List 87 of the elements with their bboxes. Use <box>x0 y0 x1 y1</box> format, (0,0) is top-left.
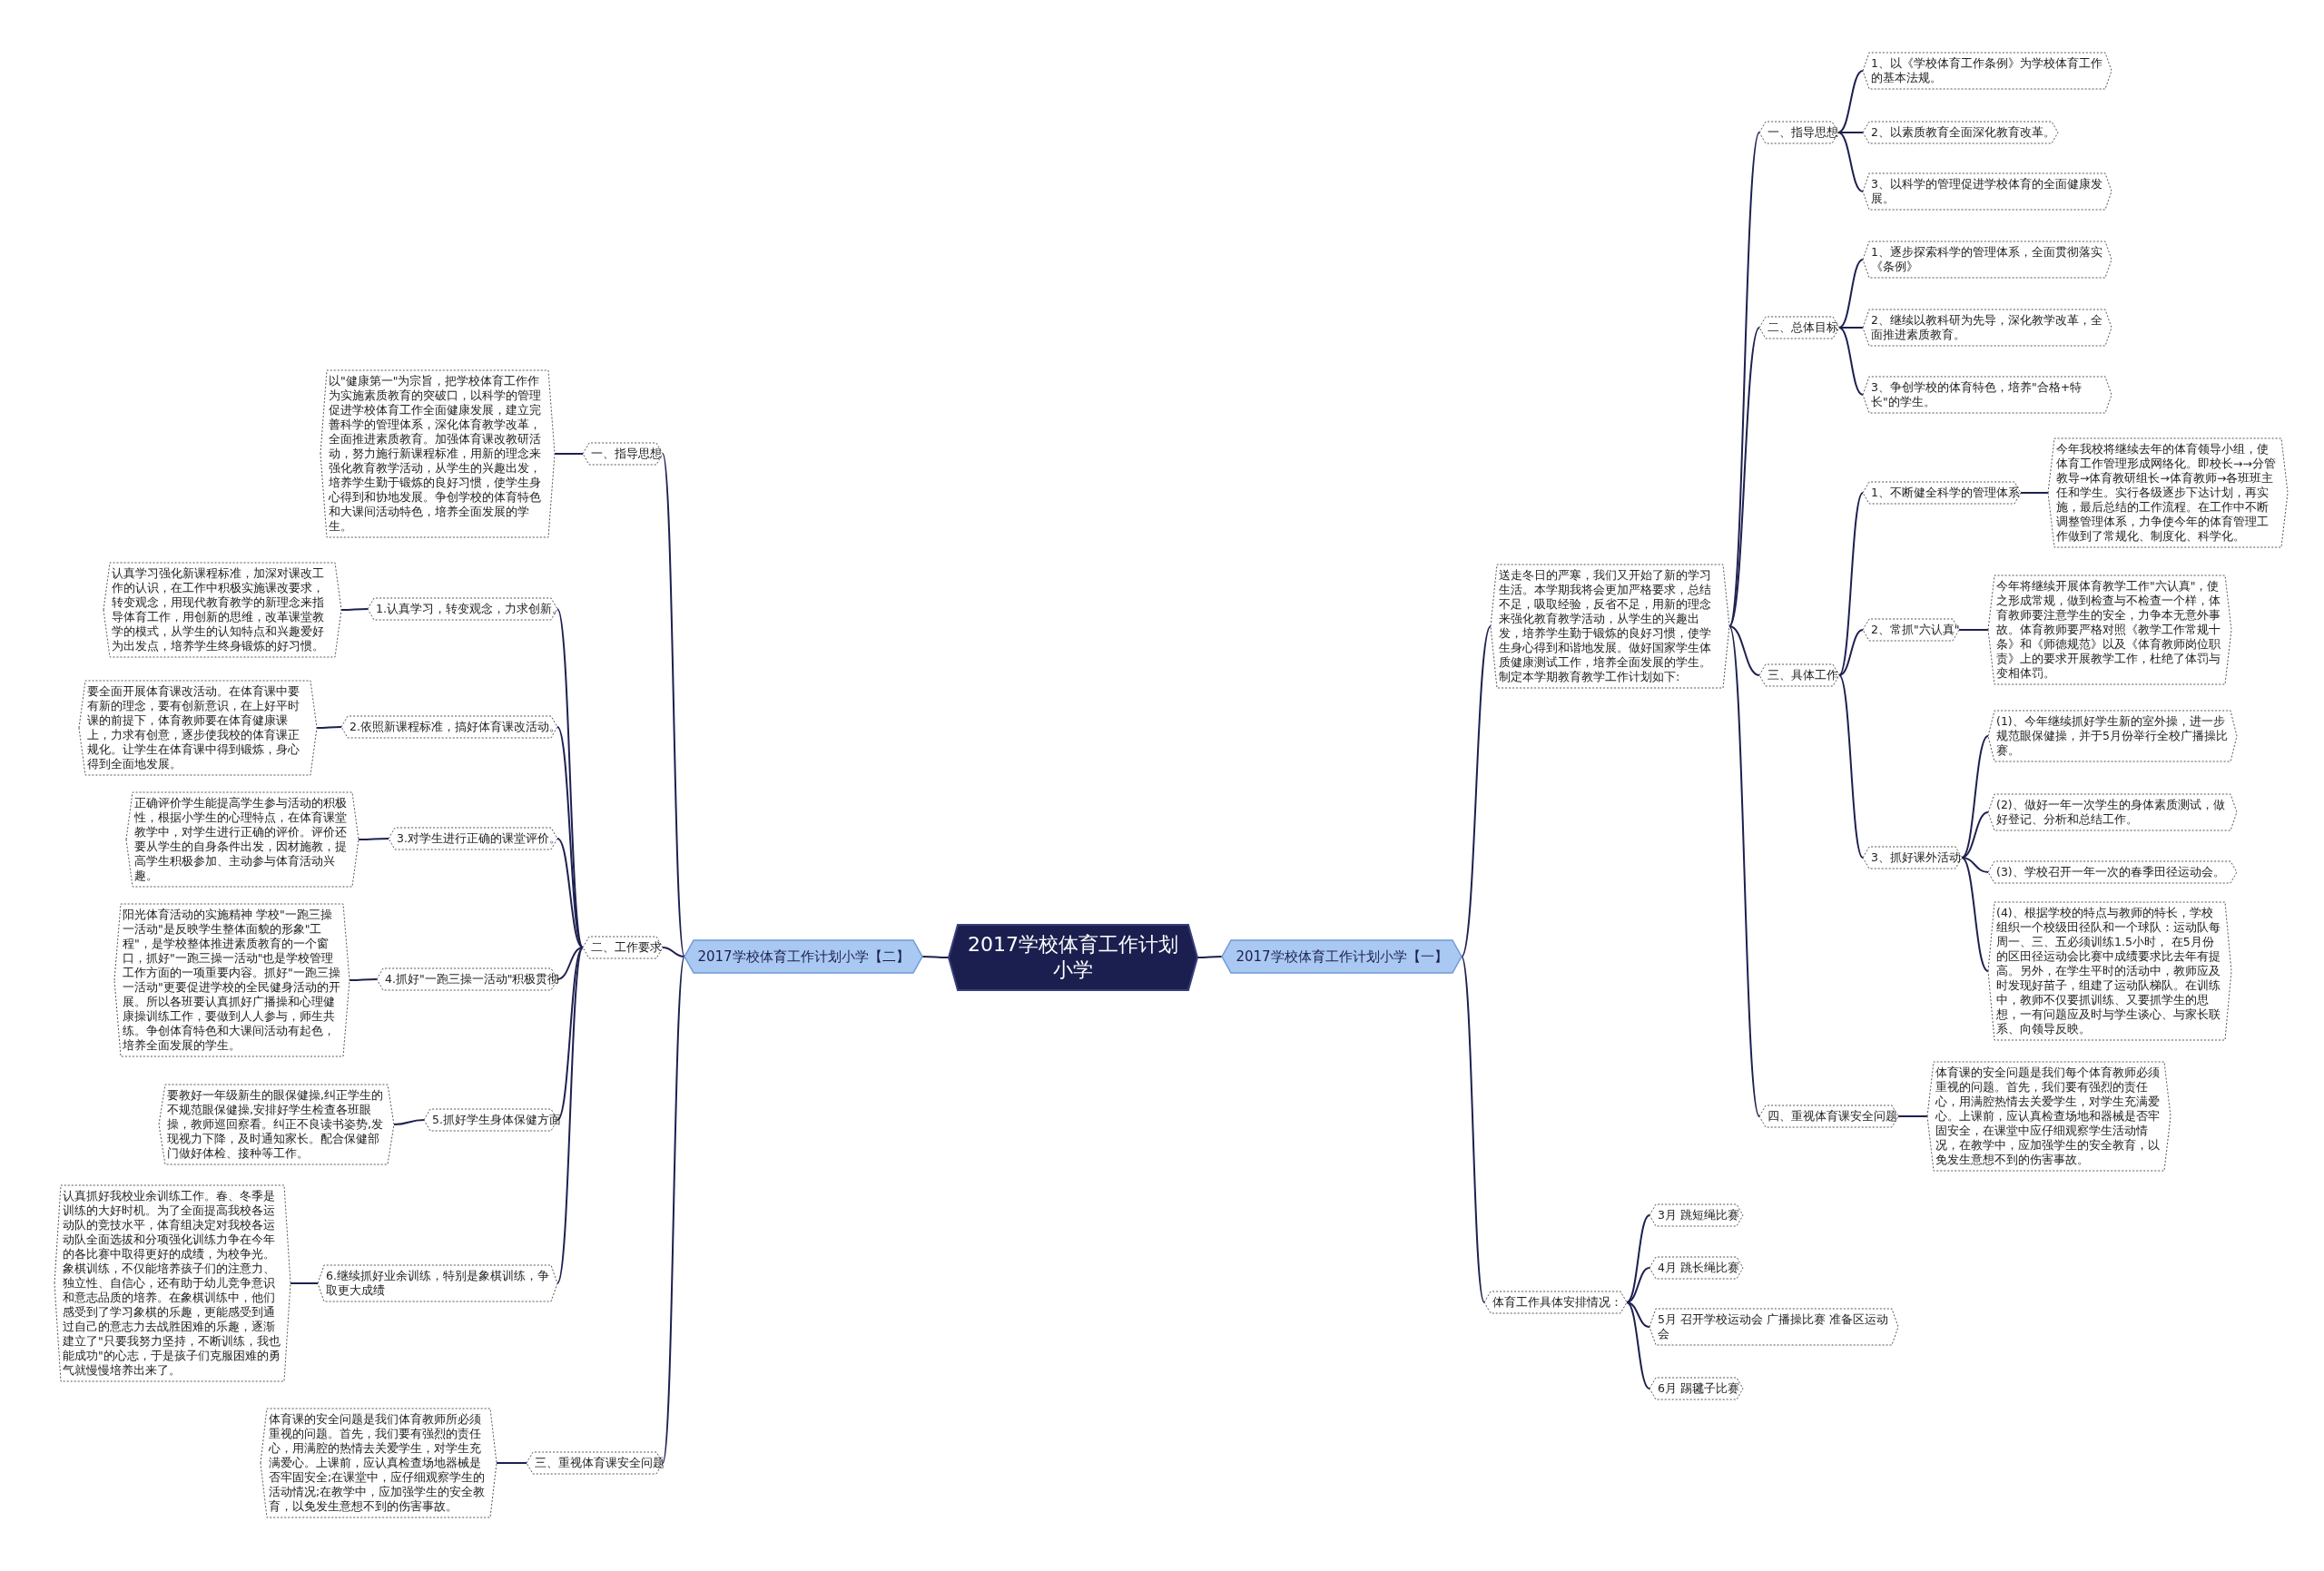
connector-line <box>1838 327 1864 329</box>
connector-line <box>1837 132 1864 192</box>
topic-box: 2、继续以教科研为先导，深化教学改革，全面推进素质教育。 <box>1863 309 2112 346</box>
connector-line <box>1461 956 1485 1303</box>
connector-line <box>1961 811 1989 859</box>
connector-line <box>1626 1214 1650 1303</box>
connector-line <box>1897 1115 1928 1117</box>
topic-box: 4月 跳长绳比赛 <box>1649 1257 1743 1279</box>
topic-box: 5月 召开学校运动会 广播操比赛 准备区运动会 <box>1649 1309 1898 1345</box>
connector-line <box>290 1282 319 1284</box>
connector-line <box>1958 629 1989 631</box>
connector-line <box>662 956 685 1464</box>
topic-box: 4.抓好"一跑三操一活动"积极贯彻 <box>377 968 557 990</box>
topic-box: 3.对学生进行正确的课堂评价。 <box>389 828 557 849</box>
text-box: 要教好一年级新生的眼保健操,纠正学生的不规范眼保健操,安排好学生检查各班眼操，教师巡回察看。纠正不良读书姿势,发现视力下降，及时通知家长。配合保健部门做好体检、接种等工作。 <box>159 1085 394 1164</box>
connector-line <box>1838 492 1864 676</box>
text-box: 要全面开展体育课改活动。在体育课中要有新的理念，要有创新意识，在上好平时课的前提下，体育教师要在体育健康课上，力求有创意，逐步使我校的体育课正规化。让学生在体育课中得到锻炼，身心得到全面地发展。 <box>79 681 317 775</box>
connector-line <box>496 1462 527 1464</box>
topic-box: 1、以《学校体育工作条例》为学校体育工作的基本法规。 <box>1863 53 2112 89</box>
text-box: (4)、根据学校的特点与教师的特长，学校组织一个校级田径队和一个球队：运动队每周一、三、五必须训练1.5小时， 在5月份的区田径运动会比赛中成绩要求比去年有提高。另外，在学生平时的活动中，教师应及时发现好苗子，组建了运动队梯队。在训练中，教师不仅要抓训练、又要抓学生的思想，一有问题应及时与学生谈心、与家长联系、向领导反映。 <box>1988 902 2231 1040</box>
topic-box: 3、以科学的管理促进学校体育的全面健康发展。 <box>1863 173 2112 210</box>
topic-box: (1)、今年继续抓好学生新的室外操，进一步规范眼保健操，并于5月份举行全校广播操比赛。 <box>1988 711 2237 761</box>
connector-line <box>1626 1301 1650 1389</box>
branch-box: 2017学校体育工作计划小学【一】 <box>1222 940 1462 973</box>
text-box: 体育课的安全问题是我们体育教师所必须重视的问题。首先，我们要有强烈的责任心，用满腔的热情去关爱学生，对学生充满爱心。上课前，应认真检查场地器械是否牢固安全;在课堂中，应仔细观察学生的活动情况;在教学中，应加强学生的安全教育，以免发生意想不到的伤害事故。 <box>261 1409 497 1517</box>
title-box: 2017学校体育工作计划小学 <box>949 925 1197 990</box>
topic-box: 2、常抓"六认真" <box>1863 619 1959 641</box>
connector-line <box>393 1119 425 1125</box>
topic-box: 一、指导思想 <box>1759 122 1838 143</box>
connector-line <box>358 838 389 840</box>
text-box: 送走冬日的严寒，我们又开始了新的学习生活。本学期我将会更加严格要求，总结不足，吸取经验，反省不足，用新的理念来强化教育教学活动，从学生的兴趣出发，培养学生勤于锻炼的良好习惯，使学生身心得到和谐地发展。做好国家学生体质健康测试工作，培养全面发展的学生。制定本学期教育教学工作计划如下: <box>1491 565 1729 688</box>
connector-line <box>556 726 584 948</box>
connector-line <box>1196 956 1223 958</box>
connector-line <box>349 978 378 981</box>
connector-line <box>1961 735 1989 859</box>
topic-box: 二、工作要求 <box>583 937 663 958</box>
connector-line <box>556 947 584 980</box>
topic-box: 1、不断健全科学的管理体系 <box>1863 482 2021 504</box>
topic-box: 1、逐步探索科学的管理体系，全面贯彻落实《条例》 <box>1863 241 2112 278</box>
topic-box: (3)、学校召开一年一次的春季田径运动会。 <box>1988 861 2237 883</box>
text-box: 体育课的安全问题是我们每个体育教师必须重视的问题。首先，我们要有强烈的责任心，用满腔热情去关爱学生，对学生充满爱心。上课前，应认真检查场地和器械是否牢固安全，在课堂中应仔细观察学生活动情况，在教学中，应加强学生的安全教育，以免发生意想不到的伤害事故。 <box>1927 1062 2171 1171</box>
connector-line <box>1837 70 1864 133</box>
topic-box: (2)、做好一年一次学生的身体素质测试，做好登记、分析和总结工作。 <box>1988 794 2237 830</box>
connector-line <box>921 956 950 958</box>
topic-box: 6.继续抓好业余训练，特别是象棋训练，争取更大成绩 <box>318 1265 557 1301</box>
text-box: 阳光体育活动的实施精神 学校"一跑三操一活动"是反映学生整体面貌的形象"工程"，是学校整体推进素质教育的一个窗口，抓好"一跑三操一活动"也是学校管理工作方面的一项重要内容。抓好"一跑三操一活动"更要促进学校的全民健身活动的开展。所以各班要认真抓好广播操和心理健康操训练工作，要做到人人参与，师生共练。争创体育特色和大课间活动有起色，培养全面发展的学生。 <box>114 904 350 1056</box>
text-box: 认真抓好我校业余训练工作。春、冬季是训练的大好时机。为了全面提高我校各运动队的竞技水平，体育组决定对我校各运动队全面选拔和分项强化训练力争在今年的各比赛中取得更好的成绩，为校争光。象棋训练，不仅能培养孩子们的注意力、独立性、自信心，还有助于幼儿竞争意识和意志品质的培养。在象棋训练中，他们感受到了学习象棋的乐趣，更能感受到通过自己的意志力去战胜困难的乐趣，逐渐建立了"只要我努力坚持，不断训练，我也能成功"的心志，于是孩子们克服困难的勇气就慢慢培养出来了。 <box>54 1185 290 1381</box>
connector-line <box>1838 674 1864 859</box>
topic-box: 3、争创学校的体育特色，培养"合格+特长"的学生。 <box>1863 377 2112 413</box>
connector-line <box>1626 1267 1650 1303</box>
connector-line <box>556 838 584 948</box>
topic-box: 3、抓好课外活动 <box>1863 847 1962 869</box>
connector-line <box>2020 492 2049 494</box>
connector-line <box>1838 327 1864 396</box>
connector-line <box>1626 1301 1650 1328</box>
topic-box: 3月 跳短绳比赛 <box>1649 1204 1743 1226</box>
connector-line <box>1728 625 1760 1117</box>
connector-line <box>1728 327 1760 627</box>
text-box: 正确评价学生能提高学生参与活动的积极性，根据小学生的心理特点，在体育课堂教学中，对学生进行正确的评价。评价还要从学生的自身条件出发，因材施教，提高学生积极参加、主动参与体育活动兴趣。 <box>126 792 359 887</box>
connector-line <box>1838 629 1864 676</box>
connector-line <box>1461 625 1492 957</box>
connector-line <box>556 947 584 1121</box>
topic-box: 三、重视体育课安全问题 <box>527 1452 663 1474</box>
text-box: 以"健康第一"为宗旨，把学校体育工作作为实施素质教育的突破口，以科学的管理促进学校体育工作全面健康发展，建立完善科学的管理体系，深化体育教学改革，全面推进素质教育。加强体育课改教研活动，努力施行新课程标准，用新的理念来强化教育教学活动，从学生的兴趣出发，培养学生勤于锻炼的良好习惯，使学生身心得到和协地发展。争创学校的体育特色和大课间活动特色，培养全面发展的学生。 <box>320 370 555 537</box>
topic-box: 2、以素质教育全面深化教育改革。 <box>1863 122 2058 143</box>
connector-line <box>316 726 342 729</box>
connector-line <box>1961 857 1989 972</box>
text-box: 今年将继续开展体育教学工作"六认真"，使之形成常规，做到检查与不检查一个样，体育教师要注意学生的安全，力争本无意外事故。体育教师要严格对照《教学工作常规十条》和《师德规范》以及《体育教师岗位职责》上的要求开展教学工作，杜绝了体罚与变相体罚。 <box>1988 575 2231 684</box>
connector-line <box>1961 857 1989 873</box>
topic-box: 一、指导思想 <box>583 443 663 465</box>
connector-line <box>1728 625 1760 676</box>
connector-line <box>662 947 685 957</box>
topic-box: 三、具体工作 <box>1759 664 1839 686</box>
topic-box: 1.认真学习，转变观念，力求创新。 <box>368 598 557 620</box>
connector-line <box>340 608 369 611</box>
connector-line <box>556 947 584 1284</box>
topic-box: 二、总体目标 <box>1759 317 1839 339</box>
connector-line <box>554 453 584 455</box>
branch-box: 2017学校体育工作计划小学【二】 <box>684 940 922 973</box>
topic-box: 体育工作具体安排情况： <box>1484 1291 1627 1313</box>
topic-box: 2.依照新课程标准，搞好体育课改活动。 <box>341 716 557 738</box>
topic-box: 四、重视体育课安全问题 <box>1759 1105 1898 1127</box>
connector-line <box>1838 259 1864 329</box>
text-box: 认真学习强化新课程标准，加深对课改工作的认识，在工作中积极实施课改要求，转变观念，用现代教育教学的新理念来指导体育工作，用创新的思维，改革课堂教学的模式，从学生的认知特点和兴趣爱好为出发点，培养学生终身锻炼的好习惯。 <box>103 563 341 657</box>
text-box: 今年我校将继续去年的体育领导小组，使体育工作管理形成网络化。即校长→→分管教导→体育教研组长→体育教师→各班班主任和学生。实行各级逐步下达计划，再实施，最后总结的工作流程。在工作中不断调整管理体系，力争使今年的体育管理工作做到了常规化、制度化、科学化。 <box>2048 438 2288 547</box>
topic-box: 6月 踢毽子比赛 <box>1649 1378 1743 1399</box>
connector-line <box>662 453 685 957</box>
